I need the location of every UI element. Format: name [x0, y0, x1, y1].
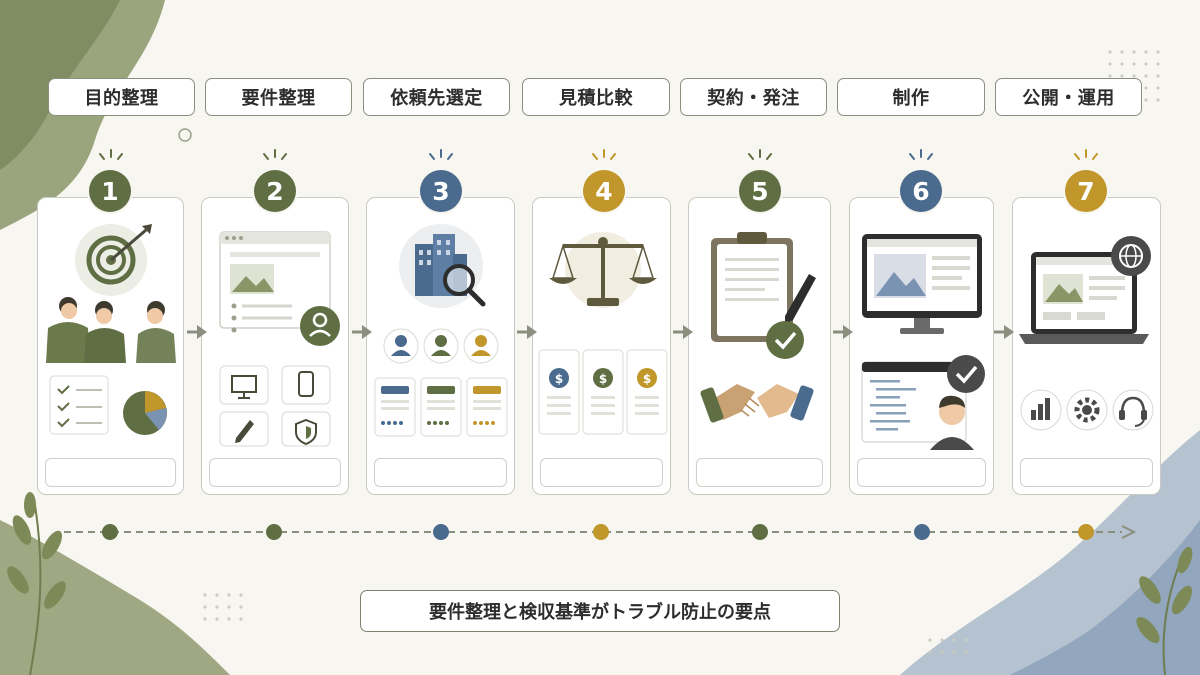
arrow-right-icon — [833, 325, 853, 339]
step-7-number-badge: 7 — [1065, 170, 1107, 212]
laptop-globe-icon — [1019, 236, 1154, 431]
step-6-label: 制作 — [837, 78, 985, 116]
step-7-note-field — [1020, 458, 1153, 487]
step-6-note-field — [857, 458, 986, 487]
arrow-right-icon — [994, 325, 1014, 339]
step-2-card — [201, 197, 349, 495]
step-5-number-badge: 5 — [739, 170, 781, 212]
monitor-code-icon — [861, 234, 985, 450]
svg-text:$: $ — [555, 372, 563, 386]
step-6-card — [849, 197, 994, 495]
step-5-card — [688, 197, 831, 495]
clipboard-handshake-icon — [700, 232, 816, 423]
sparkle-icon — [429, 149, 453, 160]
step-3-label: 依頼先選定 — [363, 78, 510, 116]
sparkle-icon — [592, 149, 616, 160]
step-4-note-field — [540, 458, 663, 487]
step-6-number-badge: 6 — [900, 170, 942, 212]
sparkle-icon — [99, 149, 123, 160]
timeline-dot — [752, 524, 768, 540]
building-search-icon — [374, 224, 508, 437]
step-2-note-field — [209, 458, 341, 487]
sparkle-icon — [909, 149, 933, 160]
svg-text:$: $ — [643, 372, 651, 386]
timeline-dot — [266, 524, 282, 540]
arrow-right-icon — [517, 325, 537, 339]
sparkle-icon — [263, 149, 287, 160]
timeline-dot — [102, 524, 118, 540]
step-4-label: 見積比較 — [522, 78, 670, 116]
step-5-label: 契約・発注 — [680, 78, 827, 116]
step-2-number-badge: 2 — [254, 170, 296, 212]
step-2-label: 要件整理 — [205, 78, 352, 116]
arrow-right-icon — [352, 325, 372, 339]
timeline-dot — [433, 524, 449, 540]
step-3-number-badge: 3 — [420, 170, 462, 212]
step-3-card — [366, 197, 515, 495]
step-1-number-badge: 1 — [89, 170, 131, 212]
step-4-number-badge: 4 — [583, 170, 625, 212]
step-1-card — [37, 197, 184, 495]
wireframe-devices-icon — [219, 231, 340, 447]
timeline-dot — [1078, 524, 1094, 540]
step-1-label: 目的整理 — [48, 78, 195, 116]
svg-text:$: $ — [599, 372, 607, 386]
sparkle-icon — [748, 149, 772, 160]
scale-quotes-icon: $ $ $ — [538, 232, 668, 435]
step-7-label: 公開・運用 — [995, 78, 1142, 116]
step-5-note-field — [696, 458, 823, 487]
step-7-card — [1012, 197, 1161, 495]
timeline — [64, 524, 1137, 540]
step-3-note-field — [374, 458, 507, 487]
arrow-right-icon — [187, 325, 207, 339]
summary-box: 要件整理と検収基準がトラブル防止の要点 — [360, 590, 840, 632]
timeline-dot — [914, 524, 930, 540]
target-team-icon — [46, 224, 176, 435]
step-4-card: $ $ $ — [532, 197, 671, 495]
step-1-note-field — [45, 458, 176, 487]
sparkle-icon — [1074, 149, 1098, 160]
arrow-right-icon — [673, 325, 693, 339]
timeline-dot — [593, 524, 609, 540]
